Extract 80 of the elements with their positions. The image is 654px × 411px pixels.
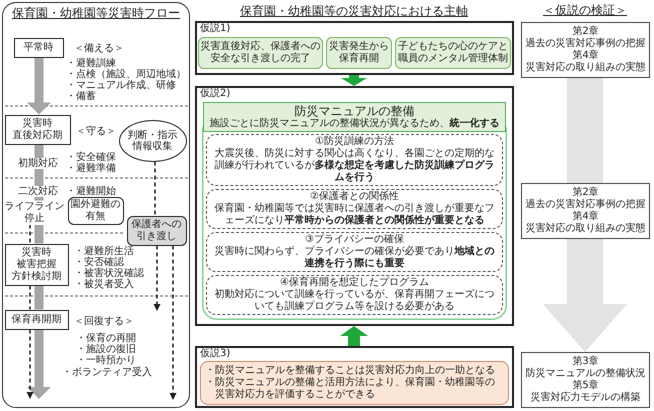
chapter-title: 災害対応の取り組みの実態	[526, 223, 646, 235]
dashed-connector	[29, 286, 31, 310]
hypothesis-frame	[195, 346, 514, 408]
chapter-label: 第3章	[572, 356, 599, 368]
chapter-label: 第4章	[572, 50, 599, 62]
chapter-box	[521, 352, 650, 408]
band-subtitle: 施設ごとに防災マニュアルの整備状況が異なるため、統一化する	[210, 118, 500, 130]
item-heading: ②保護者との関係性	[310, 191, 399, 202]
block-arrow	[27, 58, 51, 114]
phase-name: 被害把握	[16, 258, 56, 270]
item-box	[206, 232, 503, 272]
stage-label: ＜回復する＞	[74, 316, 134, 327]
chapter-label: 第2章	[572, 26, 599, 38]
bullet-text: ・防災マニュアルの整備と活用方法により、保育園・幼稚園等の災害対応力を評価することができる	[205, 377, 496, 401]
chapter-box	[521, 22, 650, 78]
outcome-text: 子どもたちの心のケアと職員のメンタル管理体制	[397, 41, 509, 65]
phase-box	[4, 310, 68, 330]
item-text: 大震災後、防災に対する関心は高くなり、各園ごとの定期的な訓練が行われているが多様な想定を考慮した防災訓練プログラムを行う	[214, 148, 496, 184]
phase-box	[4, 244, 68, 286]
block-arrow	[27, 330, 51, 399]
item-heading: ④保育再開を想定したプログラム	[280, 277, 429, 288]
chapter-title: 防災マニュアルの整備状況	[526, 368, 646, 380]
chapter-title: 過去の災害対応事例の把握	[526, 38, 646, 50]
summary-box	[200, 361, 509, 405]
task-text: 情報収集	[132, 140, 172, 152]
chapter-title: 災害対応の取り組みの実態	[526, 62, 646, 74]
phase-box	[14, 38, 64, 58]
phase-name: 方針検討期	[12, 270, 62, 282]
item-text: 災害時に関わらず、プライバシーの確保が必要であり地域との連携を行う際にも重要	[214, 246, 496, 270]
item-heading: ③プライバシーの確保	[305, 234, 404, 246]
block-connector	[567, 78, 603, 183]
frame-heading: 仮説1)	[200, 23, 230, 35]
frame-heading: 仮説2)	[200, 88, 230, 100]
item-box	[206, 189, 503, 229]
block-arrow	[543, 239, 627, 352]
phase-label: 二次対応	[17, 186, 59, 197]
handover-text: 保護者への引き渡し	[130, 218, 182, 242]
phase-name: 災害時	[22, 118, 52, 130]
phase-label: 初期対応	[17, 158, 59, 169]
frame-heading: 仮説3)	[200, 348, 230, 360]
band-title: 防災マニュアルの整備	[294, 104, 414, 118]
block-connector	[34, 224, 44, 244]
chapter-box	[521, 183, 650, 239]
phase-note: ライフライン停止	[4, 200, 66, 224]
stage-label: ＜守る＞	[76, 126, 116, 137]
chapter-label: 第5章	[572, 380, 599, 392]
chapter-label: 第2章	[572, 187, 599, 198]
block-arrow	[341, 75, 367, 86]
dashed-arrow	[154, 246, 160, 311]
item-heading: ①防災訓練の方法	[315, 136, 394, 148]
outcome-text: 災害直後対応、保護者への安全な引き渡しの完了	[200, 41, 321, 65]
column-title: 保育園・幼稚園等の災害対応における主軸	[240, 4, 468, 18]
task-ellipse	[118, 120, 186, 162]
item-box	[206, 134, 503, 186]
hypothesis-frame	[195, 21, 514, 75]
dashed-arrow	[26, 330, 34, 399]
dashed-arrow	[170, 246, 176, 400]
block-connector	[34, 144, 44, 200]
column-title: ＜仮説の検証＞	[543, 3, 627, 17]
condition-text: 園外避難の有無	[70, 198, 122, 222]
phase-box	[4, 114, 70, 144]
item-text: 保育園・幼稚園等では災害時に保護者への引き渡しが重要なフェーズになり平常時からの保護者との関係性が重要となる	[214, 203, 496, 227]
block-arrow	[340, 326, 368, 346]
stage-label: ＜備える＞	[74, 43, 124, 54]
block-connector	[34, 286, 44, 310]
chapter-label: 第4章	[572, 211, 599, 223]
phase-name: 保育再開期	[12, 314, 62, 326]
bullet-text: ・防災マニュアルを整備することは災害対応力向上の一助となる	[205, 365, 496, 376]
outcome-text: 災害発生から保育再開	[328, 41, 390, 65]
item-box	[206, 275, 503, 315]
dashed-connector	[29, 224, 31, 244]
chapter-title: 災害対応力モデルの構築	[530, 392, 640, 404]
dashed-connector	[154, 162, 156, 216]
phase-name: 平常時	[24, 42, 54, 54]
item-text: 初動対応について訓練を行っているが、保育再開フェーズについても訓練プログラム等を設ける必要がある	[214, 289, 496, 313]
task-text: 判断・指示	[128, 130, 178, 140]
phase-name: 災害時	[22, 246, 52, 258]
chapter-title: 過去の災害対応事例の把握	[526, 199, 646, 210]
phase-name: 直後対応期	[12, 130, 62, 142]
panel-title: 保育園・幼稚園等災害時フロー	[12, 6, 180, 20]
